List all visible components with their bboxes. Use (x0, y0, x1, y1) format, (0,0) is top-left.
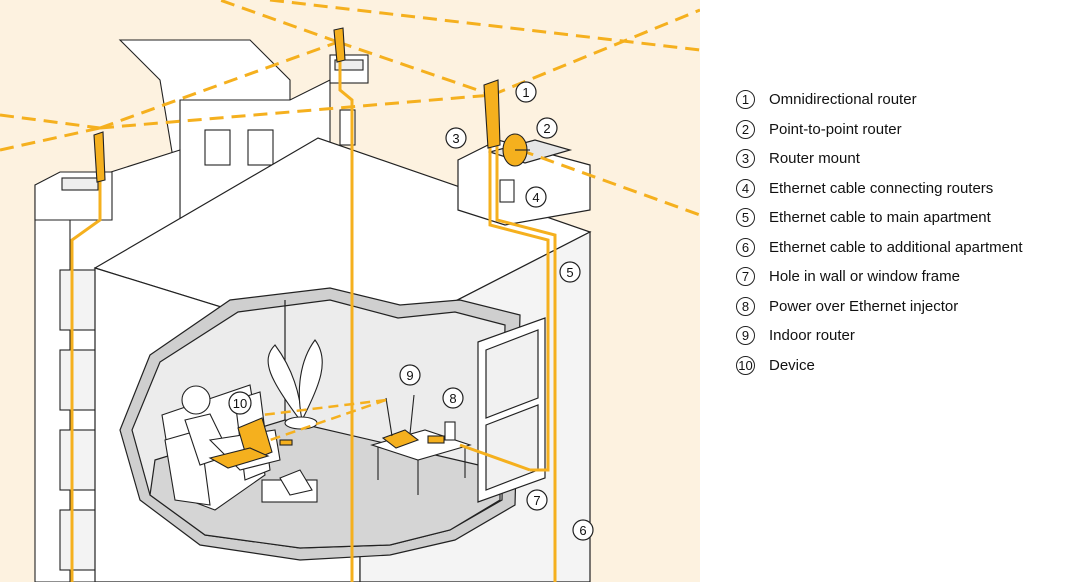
legend-number: 8 (736, 297, 755, 316)
legend-label: Point-to-point router (769, 120, 902, 139)
legend-number: 7 (736, 267, 755, 286)
callout-8: 8 (443, 388, 463, 408)
legend-number: 2 (736, 120, 755, 139)
legend-label: Ethernet cable to main apartment (769, 208, 991, 227)
legend-item: 1 Omnidirectional router (736, 90, 1056, 109)
legend-number: 5 (736, 208, 755, 227)
callout-3: 3 (446, 128, 466, 148)
legend-number: 1 (736, 90, 755, 109)
svg-text:2: 2 (543, 121, 550, 136)
legend-number: 10 (736, 356, 755, 375)
callout-10: 10 (229, 392, 251, 414)
legend-number: 3 (736, 149, 755, 168)
legend: 1 Omnidirectional router 2 Point-to-point … (736, 90, 1056, 385)
network-diagram-illustration: 1 2 3 4 5 6 7 8 9 10 (0, 0, 700, 582)
legend-label: Ethernet cable to additional apartment (769, 238, 1023, 257)
legend-label: Device (769, 356, 815, 375)
svg-text:5: 5 (566, 265, 573, 280)
callout-9: 9 (400, 365, 420, 385)
callout-1: 1 (516, 82, 536, 102)
svg-text:7: 7 (533, 493, 540, 508)
legend-item: 7 Hole in wall or window frame (736, 267, 1056, 286)
legend-item: 9 Indoor router (736, 326, 1056, 345)
back-chimney (330, 55, 368, 83)
legend-number: 6 (736, 238, 755, 257)
legend-item: 2 Point-to-point router (736, 120, 1056, 139)
svg-text:4: 4 (532, 190, 539, 205)
callout-7: 7 (527, 490, 547, 510)
callout-5: 5 (560, 262, 580, 282)
svg-text:6: 6 (579, 523, 586, 538)
svg-text:1: 1 (522, 85, 529, 100)
svg-text:8: 8 (449, 391, 456, 406)
legend-label: Router mount (769, 149, 860, 168)
legend-item: 10 Device (736, 356, 1056, 375)
legend-item: 3 Router mount (736, 149, 1056, 168)
callout-2: 2 (537, 118, 557, 138)
svg-text:3: 3 (452, 131, 459, 146)
legend-label: Ethernet cable connecting routers (769, 179, 993, 198)
legend-item: 4 Ethernet cable connecting routers (736, 179, 1056, 198)
svg-text:9: 9 (406, 368, 413, 383)
callout-6: 6 (573, 520, 593, 540)
window-frame (478, 318, 545, 502)
svg-text:10: 10 (233, 396, 247, 411)
legend-label: Hole in wall or window frame (769, 267, 960, 286)
legend-number: 4 (736, 179, 755, 198)
legend-label: Omnidirectional router (769, 90, 917, 109)
legend-item: 5 Ethernet cable to main apartment (736, 208, 1056, 227)
callout-4: 4 (526, 187, 546, 207)
legend-label: Indoor router (769, 326, 855, 345)
legend-number: 9 (736, 326, 755, 345)
legend-label: Power over Ethernet injector (769, 297, 958, 316)
legend-item: 6 Ethernet cable to additional apartment (736, 238, 1056, 257)
legend-item: 8 Power over Ethernet injector (736, 297, 1056, 316)
